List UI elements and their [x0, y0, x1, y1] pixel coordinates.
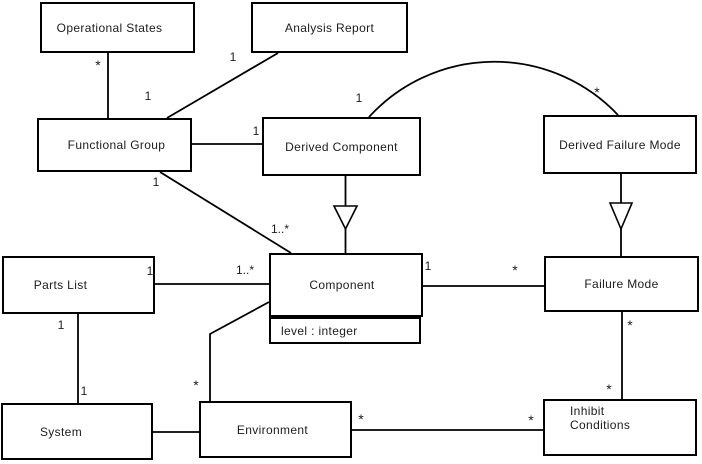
class-box-failure-mode: Failure Mode — [544, 256, 699, 312]
multiplicity-many-label: * — [528, 412, 534, 428]
multiplicity-label: 1 — [355, 91, 363, 105]
class-box-analysis-report: Analysis Report — [251, 2, 408, 53]
class-name-label: Operational States — [56, 20, 163, 35]
generalization-triangle-failure-mode — [608, 202, 634, 232]
class-name-label: Inhibit Conditions — [570, 404, 631, 432]
class-box-parts-list: Parts List — [2, 256, 155, 314]
class-box-component: Component — [269, 253, 423, 317]
multiplicity-many-label: * — [594, 84, 600, 100]
multiplicity-label: 1 — [424, 259, 432, 273]
multiplicity-many-label: * — [627, 317, 633, 333]
class-name-label: level : integer — [281, 323, 358, 338]
multiplicity-many-label: * — [193, 377, 199, 393]
multiplicity-label: 1 — [252, 124, 260, 138]
class-name-label: Analysis Report — [284, 20, 375, 35]
multiplicity-many-label: * — [95, 57, 101, 73]
multiplicity-many-label: * — [606, 381, 612, 397]
generalization-triangle-component — [332, 205, 359, 231]
multiplicity-label: 1 — [146, 264, 154, 278]
multiplicity-many-label: * — [512, 262, 518, 278]
class-name-label: Functional Group — [67, 138, 166, 152]
multiplicity-label: 1..* — [270, 222, 290, 236]
class-name-label: Environment — [236, 422, 309, 437]
multiplicity-label: 1 — [152, 175, 160, 189]
class-name-label: Component — [309, 278, 375, 292]
edge-component-environment — [209, 301, 270, 401]
edge-functional-group-component — [159, 171, 292, 254]
class-box-derived-component: Derived Component — [262, 117, 421, 176]
multiplicity-label: 1..* — [235, 263, 255, 277]
multiplicity-label: 1 — [80, 384, 88, 398]
class-box-component-attribute: level : integer — [269, 317, 421, 344]
class-box-operational-states: Operational States — [40, 2, 195, 53]
multiplicity-label: 1 — [229, 50, 237, 64]
class-box-system: System — [1, 403, 153, 460]
class-box-inhibit-conditions: Inhibit Conditions — [543, 399, 697, 456]
multiplicity-label: 1 — [57, 318, 65, 332]
class-box-functional-group: Functional Group — [37, 118, 192, 172]
class-name-label: System — [39, 424, 83, 439]
multiplicity-many-label: * — [358, 411, 364, 427]
class-name-label: Parts List — [33, 278, 88, 292]
class-box-environment: Environment — [199, 401, 352, 458]
class-name-label: Derived Failure Mode — [559, 137, 681, 152]
edge-derived-component-derived-failure-mode-arc — [368, 60, 619, 118]
multiplicity-label: 1 — [144, 89, 152, 103]
edge-analysis-report-functional-group — [166, 52, 279, 119]
class-name-label: Derived Component — [285, 139, 398, 154]
class-box-derived-failure-mode: Derived Failure Mode — [543, 115, 697, 174]
class-name-label: Failure Mode — [584, 277, 659, 291]
